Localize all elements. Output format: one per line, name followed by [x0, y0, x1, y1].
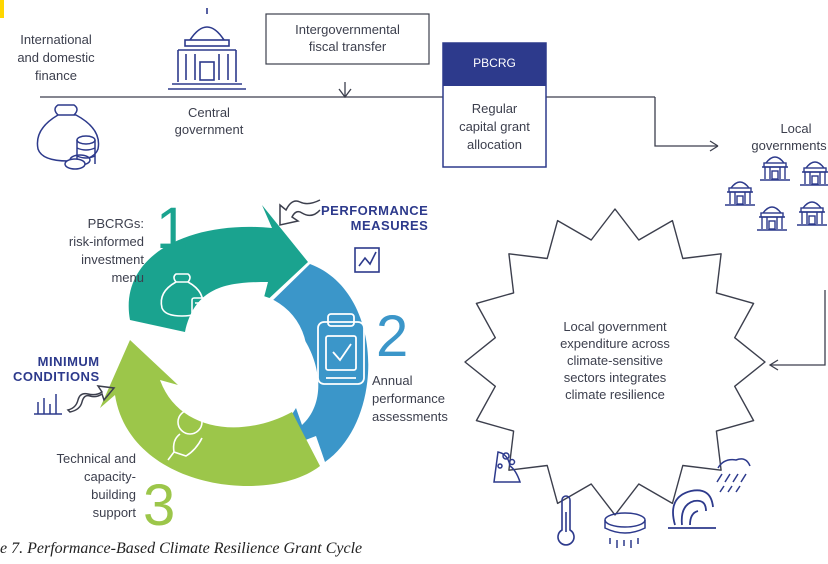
sun-text-line: sectors integrates: [563, 370, 667, 385]
step2-label-line: assessments: [372, 409, 448, 424]
central-government-label: Central government: [156, 104, 262, 138]
central-label-line: Central: [188, 105, 230, 120]
bar-chart-arrow-icon: [34, 394, 62, 415]
government-building-icon: [725, 156, 828, 231]
step3-label-line: building: [91, 487, 136, 502]
transfer-box: [265, 13, 430, 65]
regular-grant-label: Regular capital grant allocation: [443, 100, 546, 154]
finance-label-line: and domestic: [17, 50, 95, 65]
sun-shape: [464, 208, 766, 516]
performance-measures-line: MEASURES: [350, 218, 429, 233]
sun-text-line: climate-sensitive: [566, 353, 664, 368]
step3-label-line: support: [92, 505, 136, 520]
pbcrg-title: PBCRG: [473, 56, 516, 70]
flood-icon: [604, 512, 646, 548]
landslide-icon: [493, 451, 522, 483]
performance-measures-line: PERFORMANCE: [321, 203, 429, 218]
pbcrg-header: [443, 43, 546, 86]
regular-label-line: Regular: [471, 101, 518, 116]
step3-number: 3: [143, 473, 176, 538]
finance-label-line: finance: [35, 68, 77, 83]
money-bag-coins-icon: [36, 104, 100, 170]
cycle-segment-1: [128, 205, 308, 332]
arrow-icon: [66, 385, 116, 413]
step1-label-line: risk-informed: [68, 234, 144, 249]
sun-text-line: climate resilience: [565, 387, 665, 402]
step1-number: 1: [156, 196, 189, 261]
step2-label-line: performance: [372, 391, 445, 406]
step1-label: PBCRGs: risk-informed investment menu: [32, 215, 144, 287]
step1-label-line: menu: [111, 270, 144, 285]
corner-highlight: [0, 0, 4, 18]
flow-lines: [40, 82, 826, 371]
transfer-label-line: Intergovernmental: [295, 22, 400, 37]
step3-label-line: capacity-: [83, 469, 136, 484]
step3-label: Technical and capacity- building support: [20, 450, 137, 522]
step2-label-line: Annual: [372, 373, 413, 388]
storm-icon: [716, 458, 751, 493]
step2-label: Annual performance assessments: [372, 372, 482, 426]
hand-sapling-icon: [167, 394, 203, 461]
wave-icon: [668, 489, 716, 529]
local-label-line: governments: [751, 138, 827, 153]
step3-label-line: Technical and: [56, 451, 137, 466]
sun-text: Local government expenditure across clim…: [535, 318, 695, 403]
clipboard-check-icon: [317, 313, 365, 385]
local-label-line: Local: [780, 121, 812, 136]
sun-text-line: Local government: [563, 319, 667, 334]
money-bag-icon: [160, 273, 209, 317]
government-building-icon: [168, 8, 246, 90]
regular-label-line: allocation: [467, 137, 522, 152]
step2-number: 2: [376, 304, 409, 369]
chart-icon: [354, 247, 380, 273]
regular-label-line: capital grant: [459, 119, 530, 134]
finance-label: International and domestic finance: [10, 31, 102, 85]
transfer-label-line: fiscal transfer: [308, 39, 387, 54]
finance-label-line: International: [20, 32, 92, 47]
local-governments-label: Local governments: [728, 120, 828, 154]
sun-text-line: expenditure across: [560, 336, 670, 351]
minimum-conditions-label: MINIMUM CONDITIONS: [13, 354, 100, 384]
figure-caption: e 7. Performance-Based Climate Resilienc…: [0, 540, 363, 557]
performance-measures-label: PERFORMANCE MEASURES: [321, 203, 428, 233]
thermometer-icon: [557, 495, 575, 546]
minimum-conditions-line: MINIMUM: [37, 354, 100, 369]
cycle-segment-3: [100, 340, 320, 487]
step1-label-line: investment: [81, 252, 144, 267]
arrow-icon: [279, 199, 321, 226]
step1-label-line: PBCRGs:: [87, 216, 144, 231]
minimum-conditions-line: CONDITIONS: [13, 369, 100, 384]
transfer-label: Intergovernmental fiscal transfer: [266, 21, 429, 55]
central-label-line: government: [174, 122, 244, 137]
